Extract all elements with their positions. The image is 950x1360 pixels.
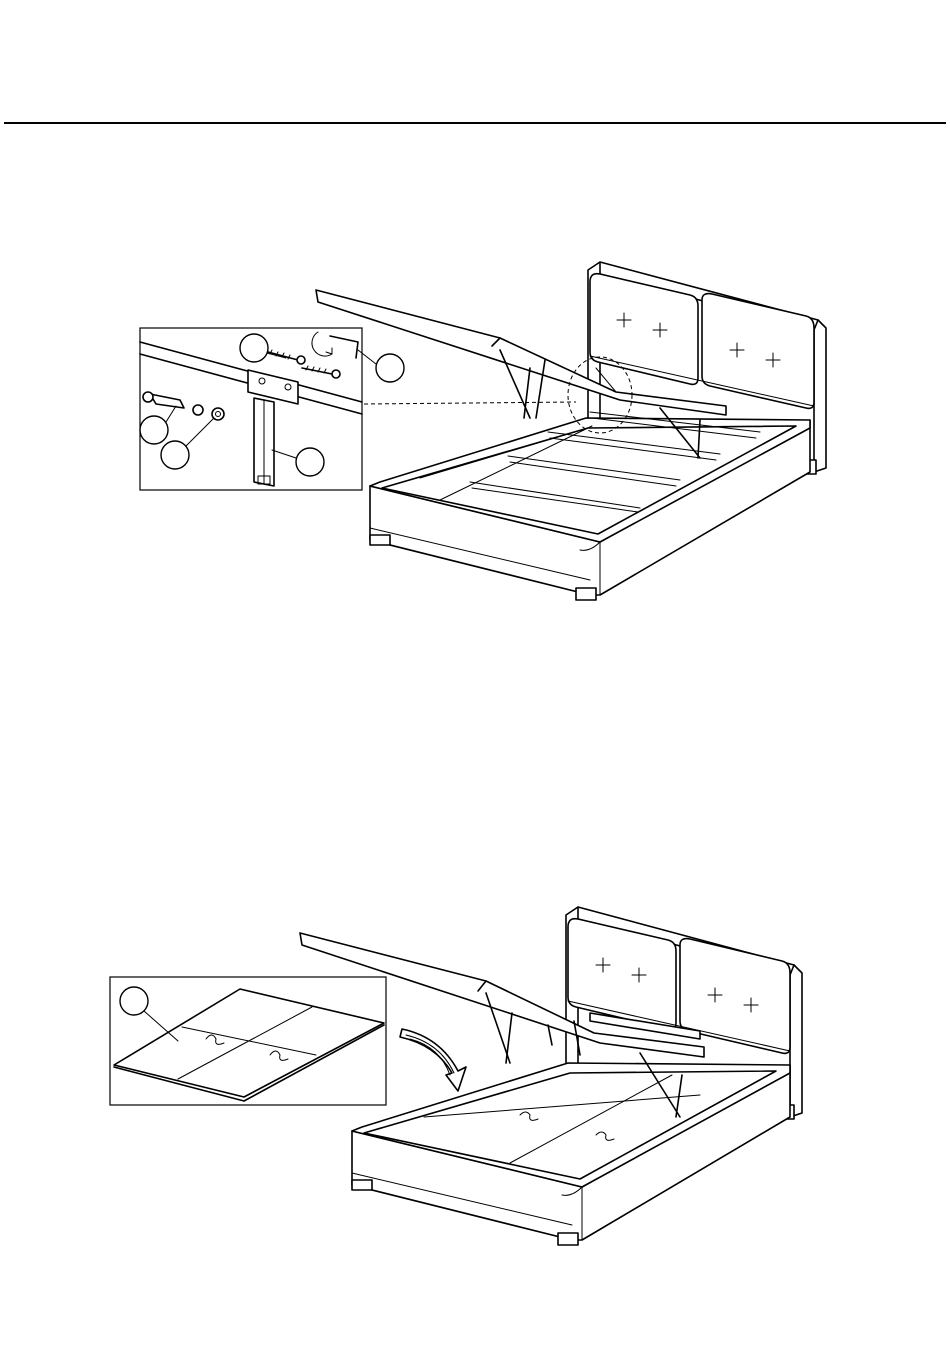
header-rule (4, 122, 946, 124)
callout-allen-key (376, 354, 404, 382)
figure-leg-assembly (0, 250, 950, 610)
callout-bolt (140, 416, 168, 444)
figure-base-board (0, 895, 950, 1255)
board-detail-inset (110, 977, 386, 1105)
callout-washer (161, 441, 189, 469)
callout-leg (296, 448, 324, 476)
insert-arrow (400, 1029, 466, 1091)
callout-screw (240, 334, 268, 362)
